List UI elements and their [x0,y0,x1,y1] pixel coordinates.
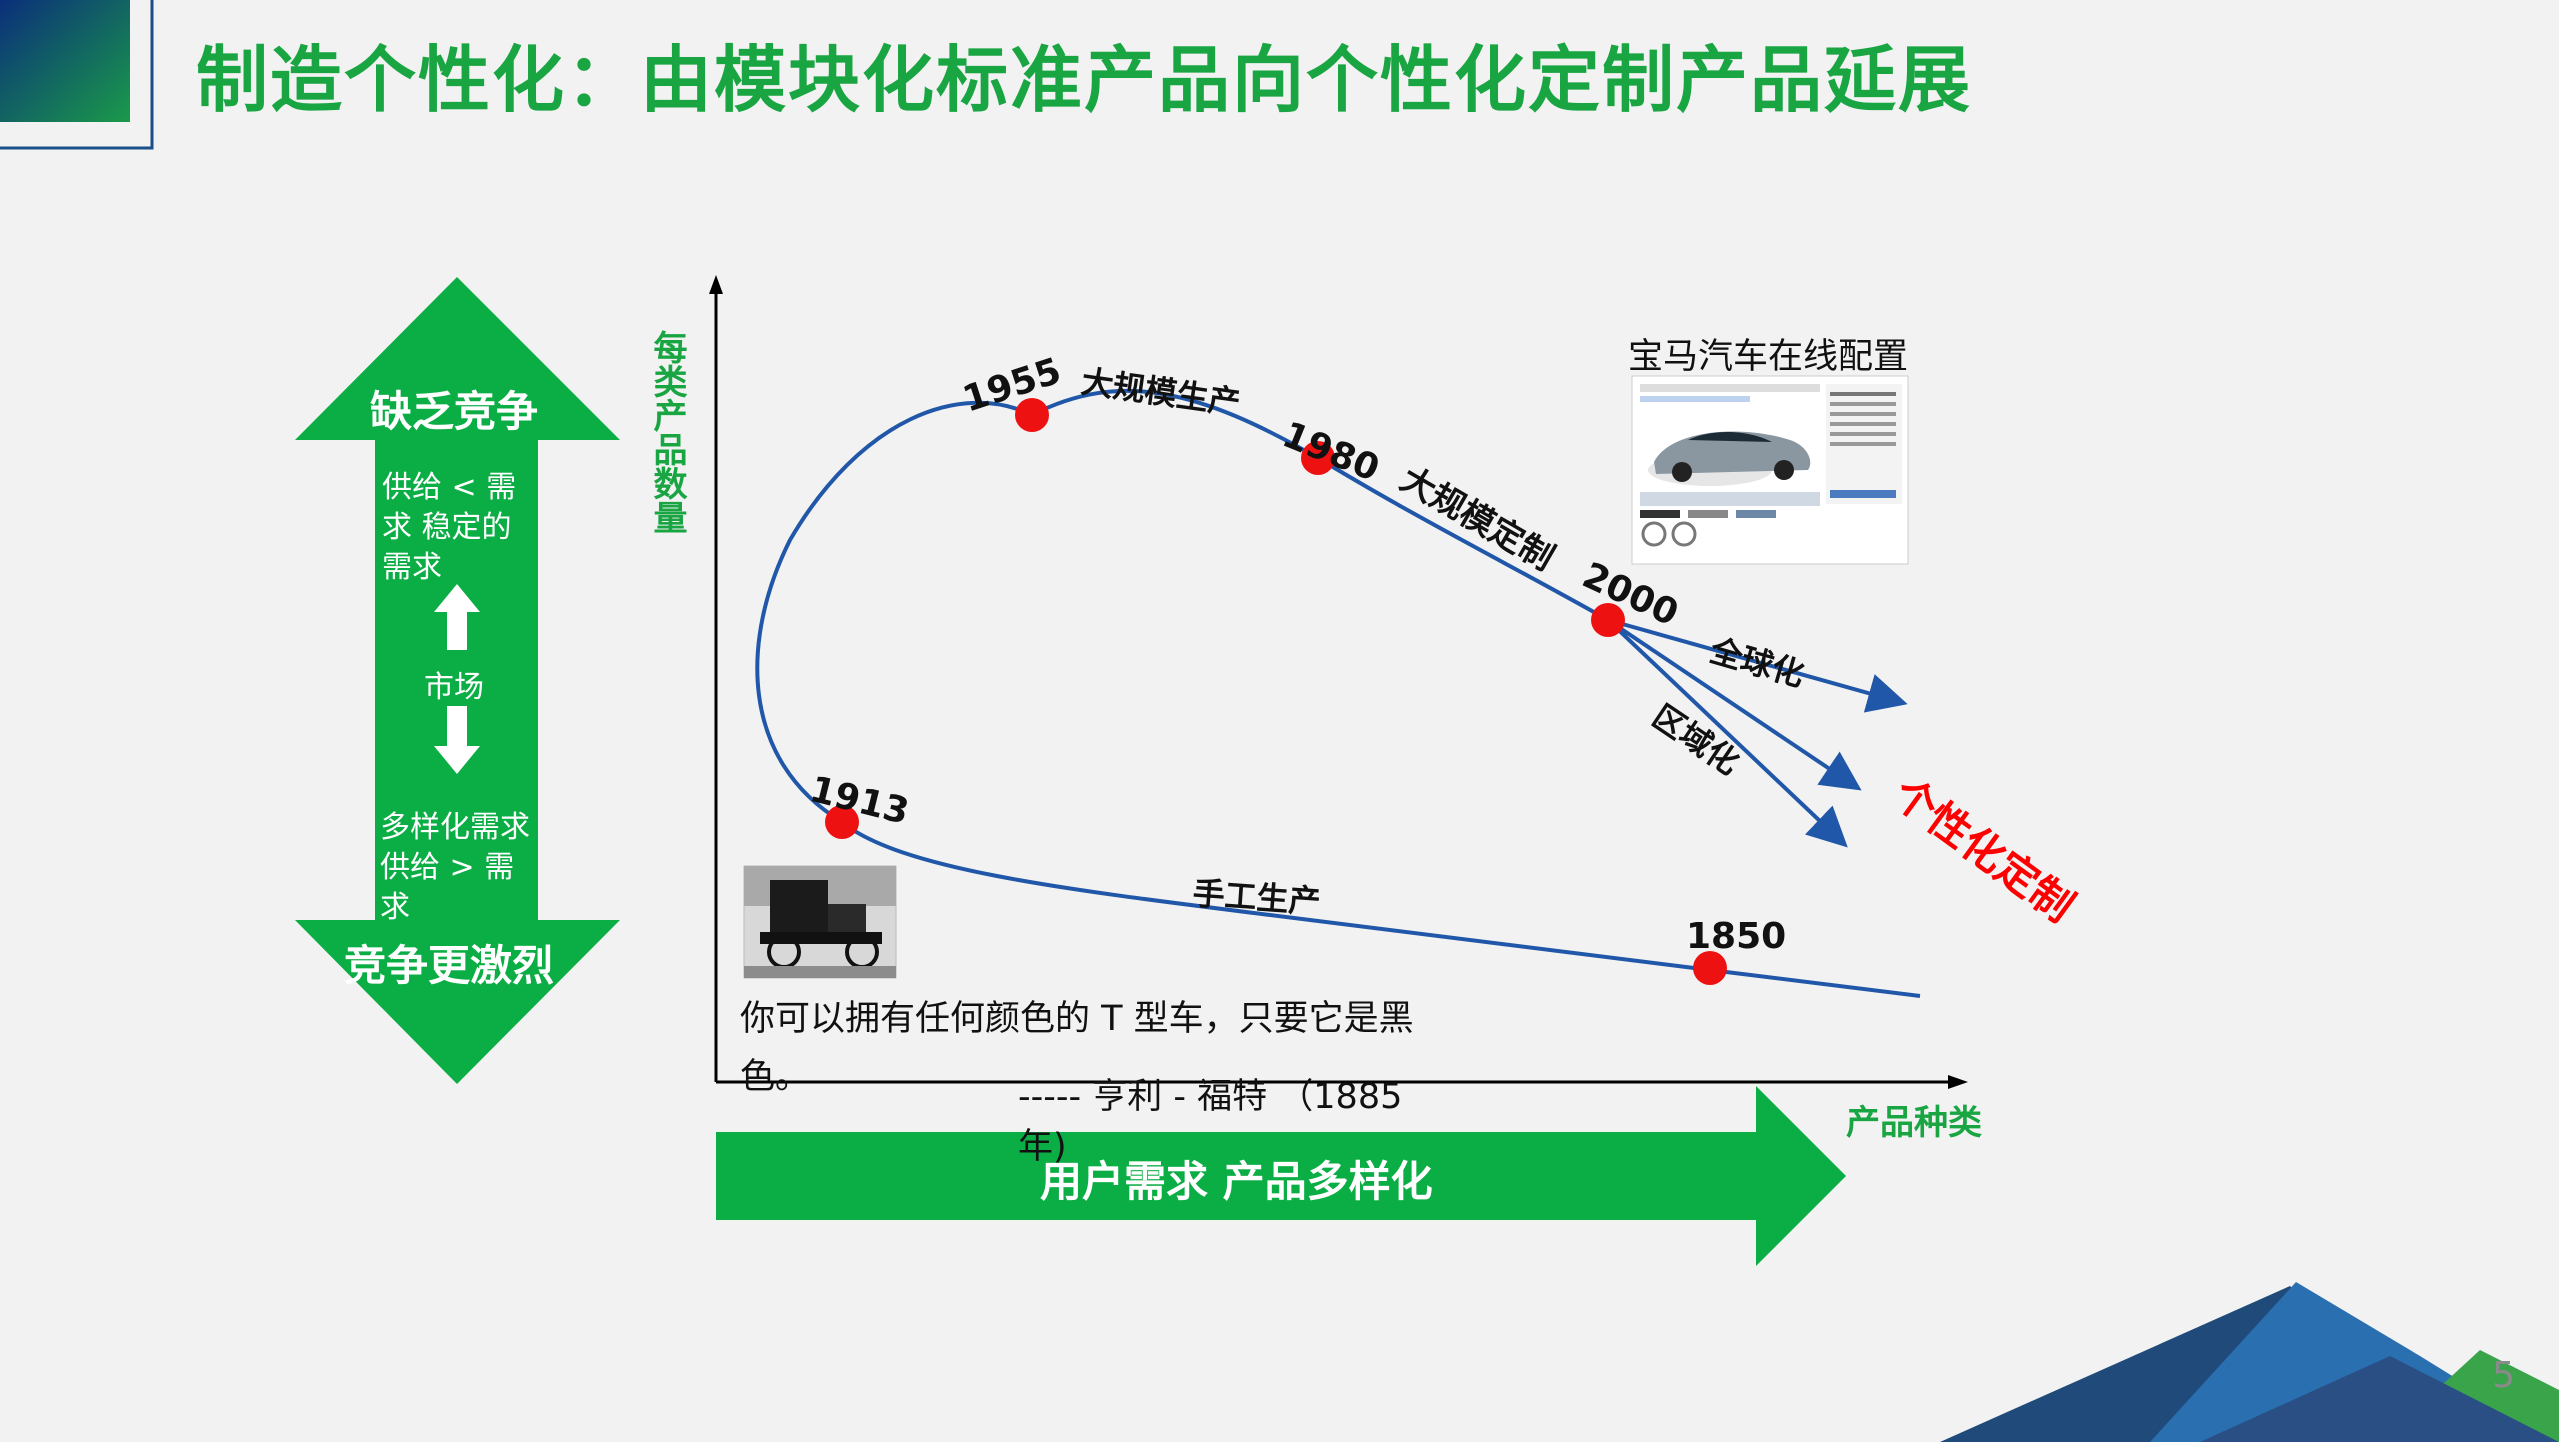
regionalization-branch [1606,618,1848,848]
year-label-1980: 1980 [1277,414,1385,490]
corner-logo [0,0,154,150]
diverse-demand-text: 多样化需求 供给 > 需求 [380,810,530,925]
point-1913 [825,805,859,839]
personalization-label: 个性化定制 [1884,768,2083,931]
ford-quote: 你可以拥有任何颜色的 T 型车，只要它是黑色。 [740,999,1414,1097]
personalization-branch [1606,618,1862,791]
slide-title: 制造个性化：由模块化标准产品向个性化定制产品延展 [196,38,1973,122]
market-competition-arrow [295,277,620,1084]
y-axis-label: 每类产品数量 [647,330,687,534]
decorative-mountains [1940,1282,2559,1442]
handcraft-label: 手工生产 [1191,874,1321,921]
globalization-branch [1607,618,1908,713]
chart-axes [709,275,1968,1089]
point-2000 [1591,603,1625,637]
bmw-caption: 宝马汽车在线配置 [1628,337,1909,377]
point-1955 [1015,398,1049,432]
evolution-curve [755,388,1921,998]
regionalization-label: 区域化 [1646,697,1747,782]
bmw-configurator-image [1631,375,1909,565]
point-1980 [1301,441,1335,475]
user-demand-arrow [716,1086,1846,1266]
lack-competition-label: 缺乏竞争 [370,387,539,436]
x-axis-label: 产品种类 [1846,1103,1982,1143]
mass-production-label: 大规模生产 [1079,362,1243,422]
up-arrow-icon [434,584,480,650]
year-label-1955: 1955 [958,351,1066,421]
point-1850 [1693,951,1727,985]
ford-quote-author: ----- 亨利 - 福特 （1885 年) [1018,1077,1403,1167]
x-axis-arrow-icon [1948,1075,1968,1089]
year-label-1850: 1850 [1686,916,1786,957]
model-t-photo [743,865,897,979]
page-number: 5 [2492,1355,2515,1396]
supply-less-than-demand-text: 供给 < 需求 稳定的需求 [382,470,517,585]
market-label: 市场 [424,670,484,705]
mass-customization-label: 大规模定制 [1394,459,1561,579]
y-axis-arrow-icon [709,275,723,294]
fiercer-competition-label: 竞争更激烈 [344,941,555,990]
year-label-1913: 1913 [806,769,913,833]
user-demand-label: 用户需求 产品多样化 [1040,1157,1433,1206]
down-arrow-icon [434,706,480,774]
globalization-label: 全球化 [1705,631,1809,694]
